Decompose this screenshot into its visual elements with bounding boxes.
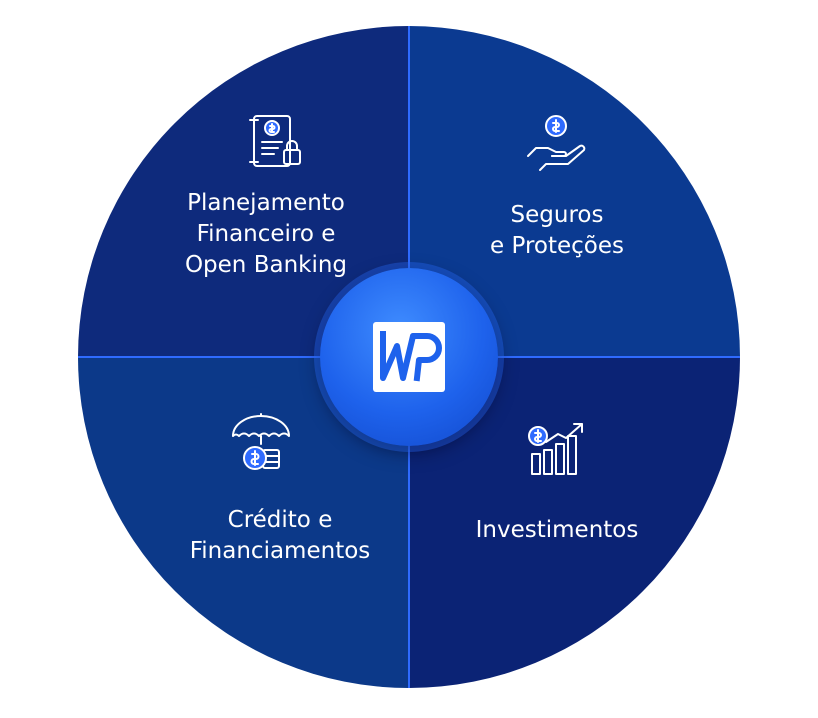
- center-hub: [320, 268, 498, 446]
- label-seguros-line-1: Seguros: [510, 202, 604, 228]
- label-planejamento-line-1: Planejamento: [187, 190, 345, 216]
- label-credito-line-2: Financiamentos: [189, 538, 371, 564]
- label-seguros-line-2: e Proteções: [490, 233, 624, 259]
- label-credito: Crédito e Financiamentos: [160, 505, 400, 567]
- label-credito-line-1: Crédito e: [227, 507, 333, 533]
- label-seguros: Seguros e Proteções: [457, 200, 657, 262]
- umbrella-coin-icon: [229, 410, 293, 474]
- label-planejamento-line-2: Financeiro e: [196, 221, 336, 247]
- hand-holding-coin-icon: [524, 110, 588, 174]
- coin-growth-chart-icon: [524, 418, 588, 482]
- label-investimentos: Investimentos: [447, 515, 667, 546]
- label-planejamento-line-3: Open Banking: [184, 252, 348, 278]
- label-planejamento: Planejamento Financeiro e Open Banking: [166, 188, 366, 281]
- label-investimentos-line-1: Investimentos: [475, 517, 639, 543]
- financial-document-lock-icon: [244, 110, 308, 174]
- wp-logo-icon: [373, 322, 445, 392]
